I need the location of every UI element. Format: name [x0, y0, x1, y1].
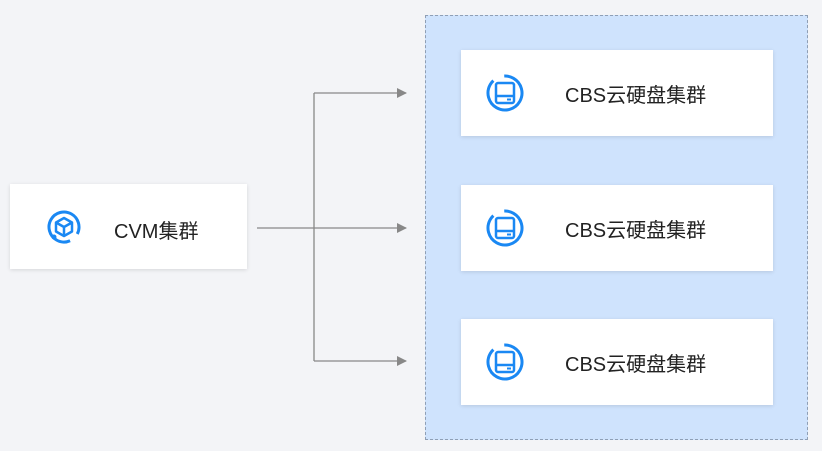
cvm-cluster-label: CVM集群	[114, 221, 199, 243]
disk-icon	[485, 342, 525, 387]
cube-network-icon	[46, 209, 82, 250]
cbs-cluster-label: CBS云硬盘集群	[565, 354, 707, 376]
cbs-cluster-node-2: CBS云硬盘集群	[461, 185, 773, 271]
disk-icon	[485, 208, 525, 253]
cbs-cluster-node-3: CBS云硬盘集群	[461, 319, 773, 405]
cbs-cluster-label: CBS云硬盘集群	[565, 85, 707, 107]
cbs-cluster-label: CBS云硬盘集群	[565, 220, 707, 242]
cbs-cluster-node-1: CBS云硬盘集群	[461, 50, 773, 136]
cvm-cluster-node: CVM集群	[10, 184, 247, 269]
disk-icon	[485, 73, 525, 118]
